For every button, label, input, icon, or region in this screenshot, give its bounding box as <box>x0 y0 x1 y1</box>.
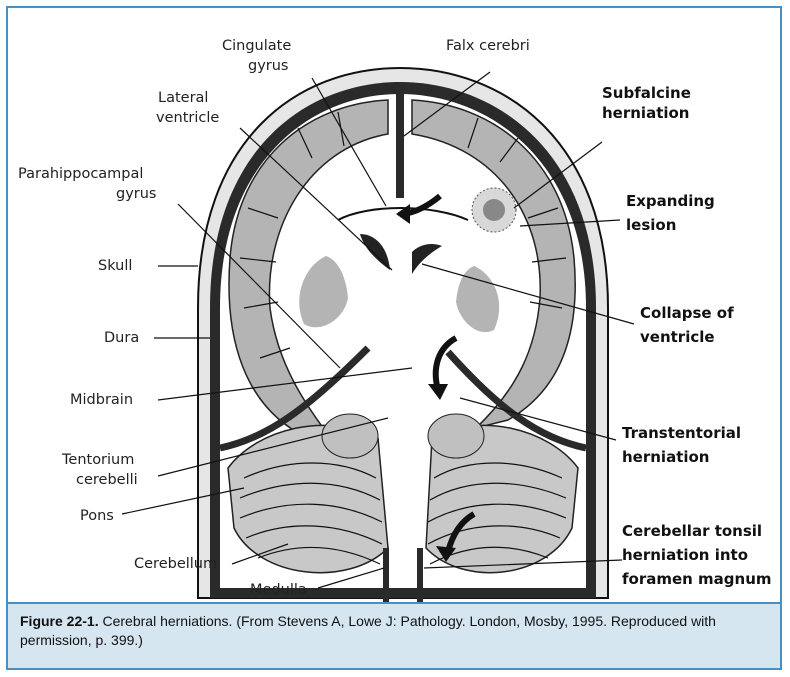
label-lateral-1: Lateral <box>158 90 208 106</box>
right-pons <box>428 414 484 458</box>
label-cingulate-2: gyrus <box>248 58 289 74</box>
label-expanding-2: lesion <box>626 216 676 234</box>
label-collapse-2: ventricle <box>640 328 715 346</box>
label-lateral-2: ventricle <box>156 110 219 126</box>
label-tonsil-1: Cerebellar tonsil <box>622 522 762 540</box>
figure-number: Figure 22-1. <box>20 613 99 629</box>
label-midbrain: Midbrain <box>70 392 133 408</box>
caption-text: Cerebral herniations. (From Stevens A, L… <box>20 613 716 648</box>
label-dura: Dura <box>104 330 139 346</box>
label-transtentorial-2: herniation <box>622 448 710 466</box>
label-subfalcine-1: Subfalcine <box>602 84 691 102</box>
expanding-lesion-core <box>483 199 505 221</box>
label-parahippo-2: gyrus <box>116 186 157 202</box>
figure-frame: Cingulate gyrus Lateral ventricle Parahi… <box>6 6 782 670</box>
label-expanding-1: Expanding <box>626 192 715 210</box>
label-cerebellum: Cerebellum <box>134 556 217 572</box>
label-parahippo-1: Parahippocampal <box>18 166 143 182</box>
brain-herniation-diagram: Cingulate gyrus Lateral ventricle Parahi… <box>8 8 780 604</box>
label-collapse-1: Collapse of <box>640 304 734 322</box>
label-tentorium-2: cerebelli <box>76 472 138 488</box>
label-cingulate-1: Cingulate <box>222 38 291 54</box>
label-tonsil-3: foramen magnum <box>622 570 772 588</box>
figure-caption: Figure 22-1. Cerebral herniations. (From… <box>8 602 780 668</box>
label-tonsil-2: herniation into <box>622 546 748 564</box>
label-falx: Falx cerebri <box>446 38 530 54</box>
left-pons <box>322 414 378 458</box>
label-subfalcine-2: herniation <box>602 104 690 122</box>
label-transtentorial-1: Transtentorial <box>622 424 741 442</box>
label-pons: Pons <box>80 508 114 524</box>
label-skull: Skull <box>98 258 132 274</box>
label-tentorium-1: Tentorium <box>61 452 134 468</box>
label-medulla: Medulla <box>250 582 307 598</box>
